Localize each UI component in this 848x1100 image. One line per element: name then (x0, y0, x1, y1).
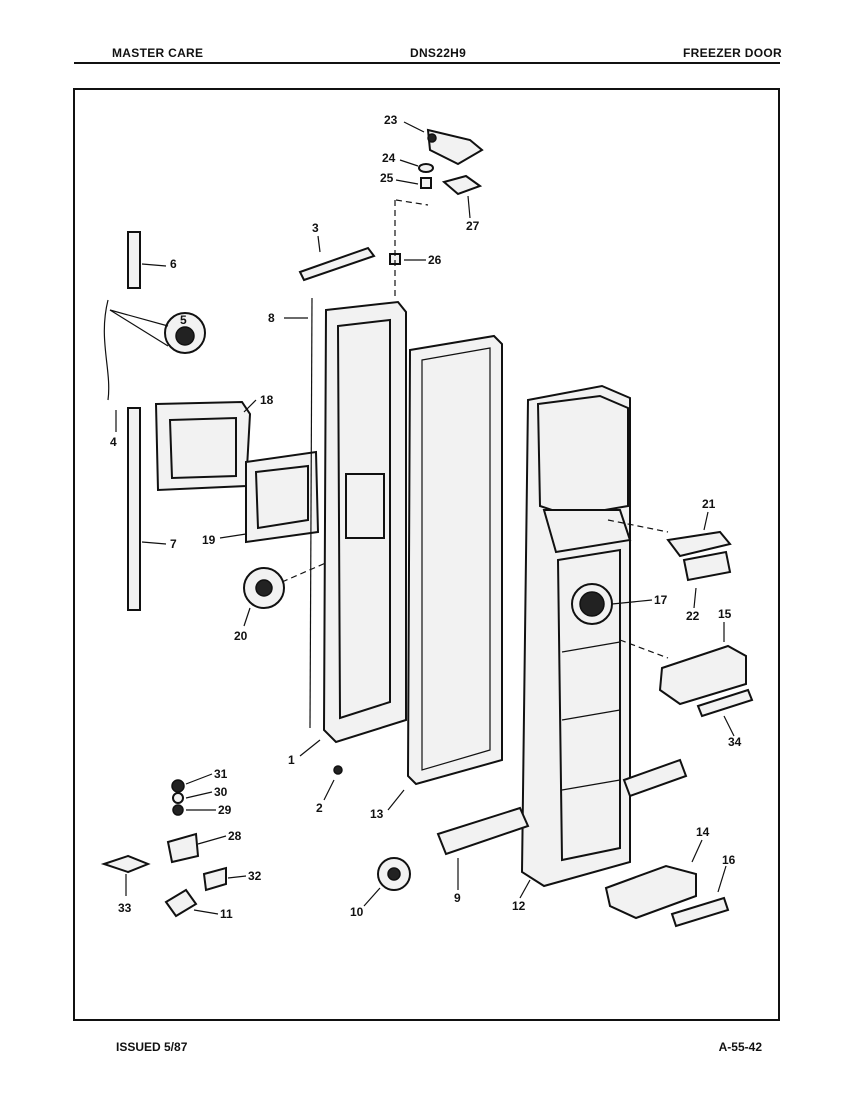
callout-13: 13 (370, 807, 384, 821)
part-chute-door (607, 519, 732, 582)
callout-6: 6 (170, 257, 177, 271)
callout-27: 27 (466, 219, 480, 233)
callout-21: 21 (702, 497, 716, 511)
callout-31: 31 (214, 767, 228, 781)
page-code: A-55-42 (718, 1040, 762, 1054)
callout-labels: 23 24 25 27 3 26 6 8 5 4 18 19 7 20 1 2 … (110, 113, 742, 921)
callout-25: 25 (380, 171, 394, 185)
brand-label: MASTER CARE (112, 46, 204, 60)
part-trim-strips (103, 231, 206, 611)
callout-20: 20 (234, 629, 248, 643)
callout-12: 12 (512, 899, 526, 913)
callout-4: 4 (110, 435, 117, 449)
part-lower-trim (377, 758, 688, 891)
model-number: DNS22H9 (410, 46, 467, 60)
callout-18: 18 (260, 393, 274, 407)
callout-11: 11 (220, 907, 233, 921)
part-chute-housing (154, 400, 361, 609)
callout-30: 30 (214, 785, 228, 799)
part-dispenser-tray (619, 639, 754, 718)
callout-14: 14 (696, 825, 710, 839)
part-hardware (100, 765, 343, 918)
part-top-hinge (395, 128, 484, 206)
callout-15: 15 (718, 607, 732, 621)
callout-33: 33 (118, 901, 132, 915)
callout-22: 22 (686, 609, 700, 623)
callout-29: 29 (218, 803, 232, 817)
part-door-shelf (604, 864, 730, 928)
callout-8: 8 (268, 311, 275, 325)
callout-16: 16 (722, 853, 736, 867)
callout-3: 3 (312, 221, 319, 235)
callout-17: 17 (654, 593, 668, 607)
part-dispenser-housing (520, 384, 632, 888)
leader-lines (115, 121, 735, 915)
issue-date: ISSUED 5/87 (116, 1040, 188, 1054)
header-rule (74, 62, 780, 64)
section-title: FREEZER DOOR (683, 46, 782, 60)
callout-26: 26 (428, 253, 442, 267)
callout-23: 23 (384, 113, 398, 127)
callout-19: 19 (202, 533, 216, 547)
callout-28: 28 (228, 829, 242, 843)
part-inner-door-liner (309, 297, 407, 744)
callout-34: 34 (728, 735, 742, 749)
part-hinge-bracket (298, 200, 401, 300)
callout-7: 7 (170, 537, 177, 551)
diagram-frame (73, 88, 780, 1021)
callout-10: 10 (350, 905, 364, 919)
callout-24: 24 (382, 151, 396, 165)
callout-5: 5 (180, 313, 187, 327)
callout-9: 9 (454, 891, 461, 905)
callout-1: 1 (288, 753, 295, 767)
callout-2: 2 (316, 801, 323, 815)
callout-32: 32 (248, 869, 262, 883)
part-door-gasket (406, 334, 503, 786)
